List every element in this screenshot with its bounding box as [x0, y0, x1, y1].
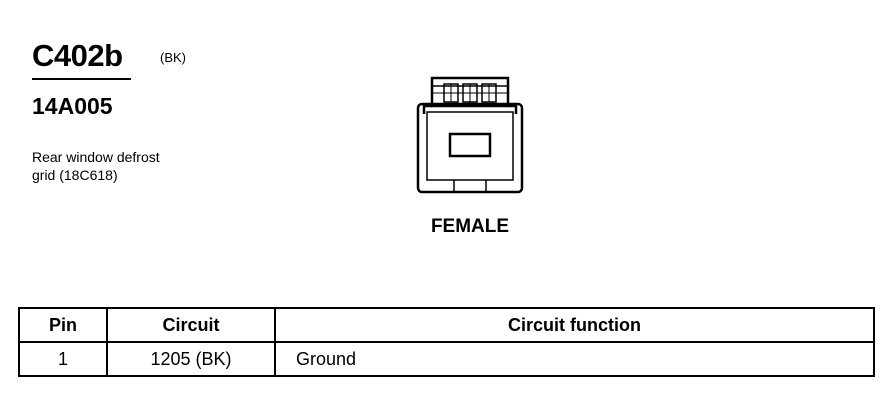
connector-latch: [430, 76, 510, 108]
column-header-circuit: Circuit: [106, 307, 276, 343]
connector-body-inner: [426, 111, 514, 181]
connector-id-underline: [32, 78, 131, 80]
connector-color: (BK): [160, 50, 186, 65]
connector-body: [416, 102, 524, 194]
table-row: 1 1205 (BK) Ground: [18, 341, 875, 377]
part-number: 14A005: [32, 93, 113, 119]
connector-shoulder: [508, 104, 518, 114]
circuit-function-cell: Ground: [274, 341, 875, 377]
connector-shoulder: [422, 104, 432, 114]
description-line-1: Rear window defrost: [32, 149, 160, 165]
pin-table: Pin Circuit Circuit function 1 1205 (BK)…: [18, 307, 875, 377]
column-header-circuit-function: Circuit function: [274, 307, 875, 343]
connector-gender-label: FEMALE: [430, 216, 510, 237]
column-header-pin: Pin: [18, 307, 108, 343]
connector-id: C402b: [32, 38, 123, 73]
terminal-cavity: [448, 132, 492, 158]
description-line-2: grid (18C618): [32, 167, 118, 183]
table-header-row: Pin Circuit Circuit function: [18, 307, 875, 343]
pin-cell: 1: [18, 341, 108, 377]
circuit-cell: 1205 (BK): [106, 341, 276, 377]
connector-face-drawing: [416, 76, 524, 194]
connector-description: Rear window defrost grid (18C618): [32, 148, 232, 184]
